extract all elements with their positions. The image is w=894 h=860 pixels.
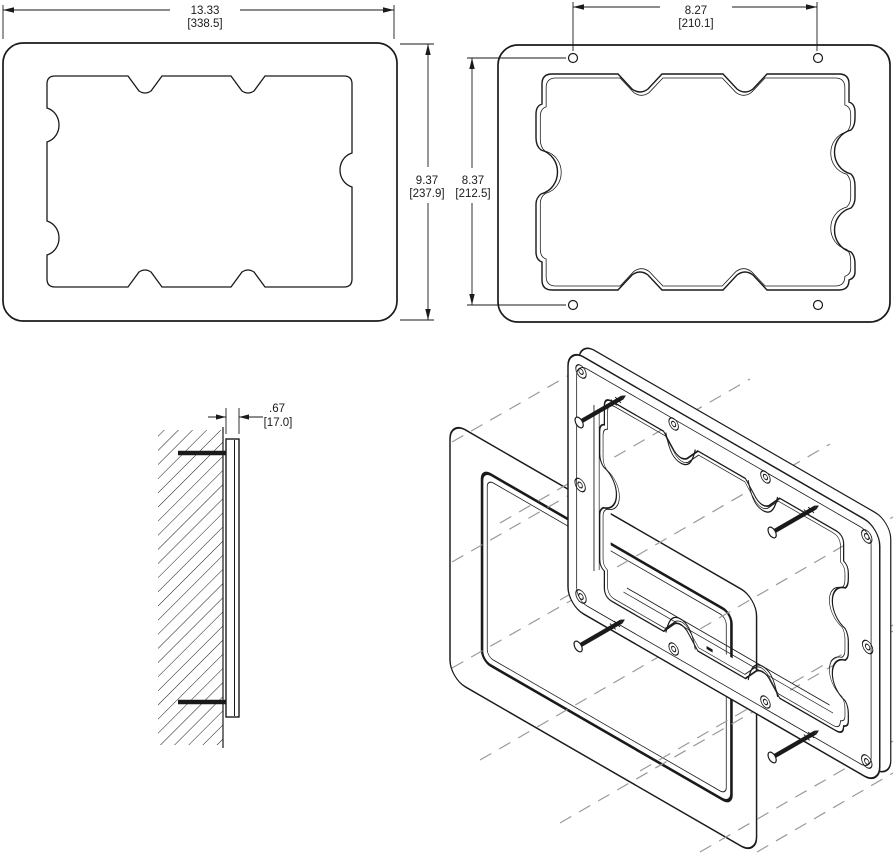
bottom-ledge-line bbox=[626, 587, 830, 706]
mounting-screws bbox=[573, 395, 819, 764]
dim-text-inches: .67 bbox=[269, 403, 285, 415]
dim-text-inches: 8.27 bbox=[685, 5, 707, 17]
dim-front-height: 9.37 [237.9] bbox=[400, 43, 445, 321]
dim-text-mm: [237.9] bbox=[409, 188, 444, 200]
arrowhead-down bbox=[425, 309, 431, 320]
dim-text-mm: [17.0] bbox=[264, 417, 293, 429]
arrowhead-up bbox=[425, 44, 431, 55]
side-section-view: .67 [17.0] bbox=[158, 403, 292, 748]
arrowhead-right bbox=[216, 414, 226, 420]
mount-hole-bottom-right bbox=[812, 299, 824, 311]
dim-text-inches: 8.37 bbox=[462, 175, 484, 187]
dim-text-inches: 13.33 bbox=[191, 5, 220, 17]
axis-dash-line bbox=[756, 772, 894, 853]
arrowhead-left bbox=[3, 7, 14, 13]
screw bbox=[573, 619, 625, 653]
front-outer-bezel bbox=[2, 42, 398, 322]
retention-tab bbox=[665, 432, 696, 466]
dim-side-depth: .67 [17.0] bbox=[208, 403, 292, 434]
arrowhead-right bbox=[806, 4, 817, 10]
retention-tab bbox=[747, 479, 779, 513]
screw bbox=[767, 505, 819, 539]
engraved-mark bbox=[706, 646, 713, 653]
dim-back-hole-width: 8.27 [210.1] bbox=[572, 2, 818, 51]
dim-back-hole-height: 8.37 [212.5] bbox=[455, 57, 566, 306]
axis-dash-line bbox=[451, 365, 586, 443]
arrowhead-up bbox=[469, 58, 475, 69]
screw bbox=[574, 395, 626, 429]
bottom-ledge-line bbox=[623, 591, 833, 714]
enclosure-profile bbox=[225, 438, 240, 718]
screw bbox=[767, 730, 819, 764]
back-view: 8.27 [210.1] 8.37 [212.5] bbox=[455, 2, 891, 323]
arrowhead-left bbox=[239, 414, 249, 420]
axis-dash-line bbox=[451, 591, 587, 669]
mount-hole-top-right bbox=[812, 52, 824, 64]
dim-text-mm: [338.5] bbox=[187, 18, 222, 30]
dim-text-inches: 9.37 bbox=[416, 175, 438, 187]
axis-dash-line bbox=[451, 485, 586, 563]
arrowhead-right bbox=[383, 7, 394, 13]
retention-tab bbox=[665, 616, 696, 650]
back-outer-frame bbox=[497, 44, 891, 323]
wall-section-hatch bbox=[158, 430, 223, 745]
dim-front-width: 13.33 [338.5] bbox=[2, 5, 395, 39]
iso-housing-rim-line bbox=[576, 367, 872, 766]
screw-bosses bbox=[574, 364, 874, 769]
mount-hole-bottom-left bbox=[567, 299, 579, 311]
dim-text-mm: [212.5] bbox=[455, 188, 490, 200]
arrowhead-left bbox=[573, 4, 584, 10]
exploded-isometric-view bbox=[449, 347, 894, 853]
mount-hole-top-left bbox=[567, 52, 579, 64]
arrowhead-down bbox=[469, 294, 475, 305]
dim-text-mm: [210.1] bbox=[678, 18, 713, 30]
retention-tab bbox=[747, 664, 779, 698]
front-screen-opening bbox=[46, 75, 353, 288]
front-view: 13.33 [338.5] 9.37 [237.9] bbox=[2, 5, 445, 322]
iso-housing bbox=[567, 347, 892, 780]
iso-housing-front-face bbox=[567, 353, 881, 780]
